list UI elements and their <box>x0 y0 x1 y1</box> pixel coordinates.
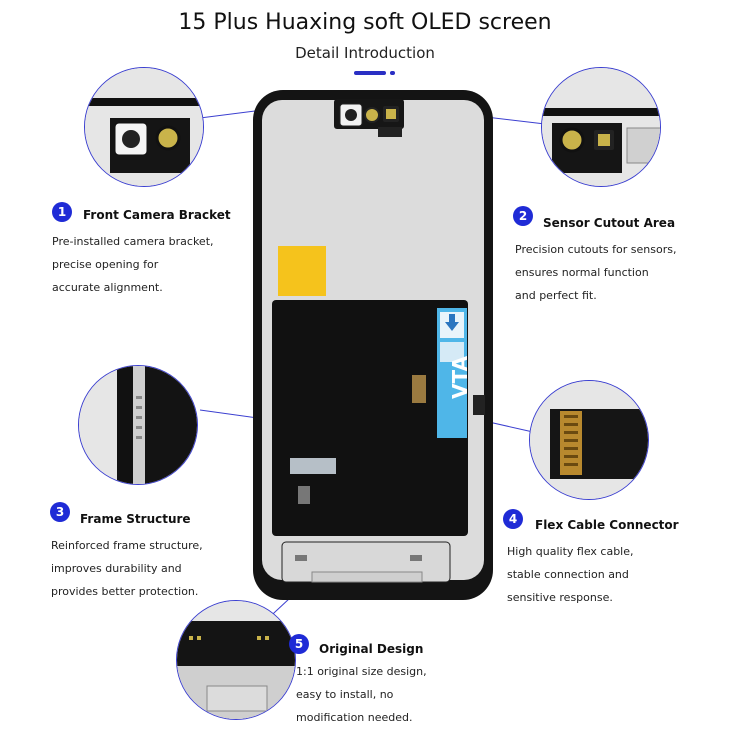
feature-5-line-1: 1:1 original size design, <box>296 665 427 678</box>
feature-4-badge: 4 <box>503 509 523 529</box>
feature-3-line-1: Reinforced frame structure, <box>51 539 203 552</box>
feature-2-badge: 2 <box>513 206 533 226</box>
feature-3-badge: 3 <box>50 502 70 522</box>
feature-4-title: Flex Cable Connector <box>535 518 679 532</box>
feature-4-line-1: High quality flex cable, <box>507 545 634 558</box>
feature-1-line-1: Pre-installed camera bracket, <box>52 235 214 248</box>
feature-4-description: High quality flex cable, stable connecti… <box>507 540 634 609</box>
feature-5-line-3: modification needed. <box>296 711 413 724</box>
label-text: VTA <box>448 355 472 399</box>
page-subtitle: Detail Introduction <box>295 44 435 62</box>
feature-2-title: Sensor Cutout Area <box>543 216 676 230</box>
feature-5-title: Original Design <box>319 642 424 656</box>
feature-5-badge: 5 <box>289 634 309 654</box>
feature-1-line-3: accurate alignment. <box>52 281 163 294</box>
feature-1-title: Front Camera Bracket <box>83 208 231 222</box>
zoom-flex-connector <box>529 380 649 500</box>
feature-2-description: Precision cutouts for sensors, ensures n… <box>515 238 676 307</box>
page-title: 15 Plus Huaxing soft OLED screen <box>178 10 552 35</box>
feature-3-description: Reinforced frame structure, improves dur… <box>51 534 203 603</box>
feature-3-title: Frame Structure <box>80 512 191 526</box>
feature-1-line-2: precise opening for <box>52 258 159 271</box>
subtitle-underline-dot <box>390 71 395 75</box>
feature-2-line-3: and perfect fit. <box>515 289 597 302</box>
zoom-original-design <box>176 600 296 720</box>
zoom-front-camera <box>84 67 204 187</box>
feature-2-line-1: Precision cutouts for sensors, <box>515 243 677 256</box>
feature-3-line-2: improves durability and <box>51 562 182 575</box>
feature-4-line-3: sensitive response. <box>507 591 613 604</box>
zoom-sensor-cutout <box>541 67 661 187</box>
feature-2-line-2: ensures normal function <box>515 266 649 279</box>
feature-4-line-2: stable connection and <box>507 568 629 581</box>
subtitle-underline <box>354 71 386 75</box>
feature-1-description: Pre-installed camera bracket, precise op… <box>52 230 214 299</box>
feature-1-badge: 1 <box>52 202 72 222</box>
feature-3-line-3: provides better protection. <box>51 585 199 598</box>
feature-5-description: 1:1 original size design, easy to instal… <box>296 660 427 729</box>
zoom-frame-structure <box>78 365 198 485</box>
feature-5-line-2: easy to install, no <box>296 688 394 701</box>
